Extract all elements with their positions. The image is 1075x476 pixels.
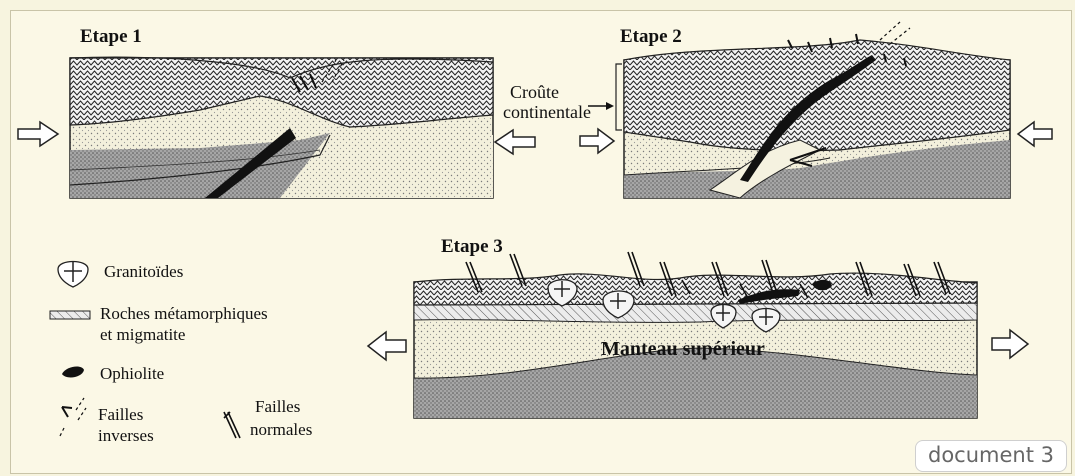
- legend-failles-inverses-1: Failles: [98, 405, 143, 425]
- manteau-label: Manteau supérieur: [601, 338, 765, 361]
- document-badge: document 3: [915, 440, 1067, 472]
- croute-label: Croûte: [510, 82, 559, 103]
- legend-roches-1: Roches métamorphiques: [100, 304, 268, 324]
- legend-roches-2: et migmatite: [100, 325, 185, 345]
- ophiolite-icon: [62, 367, 84, 378]
- metamorphic-icon: [50, 311, 90, 319]
- etape3-block: [414, 252, 977, 418]
- legend-ophiolite: Ophiolite: [100, 364, 164, 384]
- etape1-block: [70, 57, 493, 198]
- legend-symbols: [50, 262, 240, 439]
- etape3-title: Etape 3: [441, 236, 503, 258]
- legend-failles-normales-2: normales: [250, 420, 312, 440]
- etape2-title: Etape 2: [620, 26, 682, 48]
- legend-failles-inverses-2: inverses: [98, 426, 154, 446]
- inverse-fault-icon: [60, 398, 86, 436]
- normal-fault-icon: [224, 412, 240, 438]
- legend-granitoides: Granitoïdes: [104, 262, 183, 282]
- etape2-block: [616, 22, 1010, 198]
- legend-failles-normales-1: Failles: [255, 397, 300, 417]
- etape1-title: Etape 1: [80, 26, 142, 48]
- continentale-label: continentale: [503, 102, 591, 123]
